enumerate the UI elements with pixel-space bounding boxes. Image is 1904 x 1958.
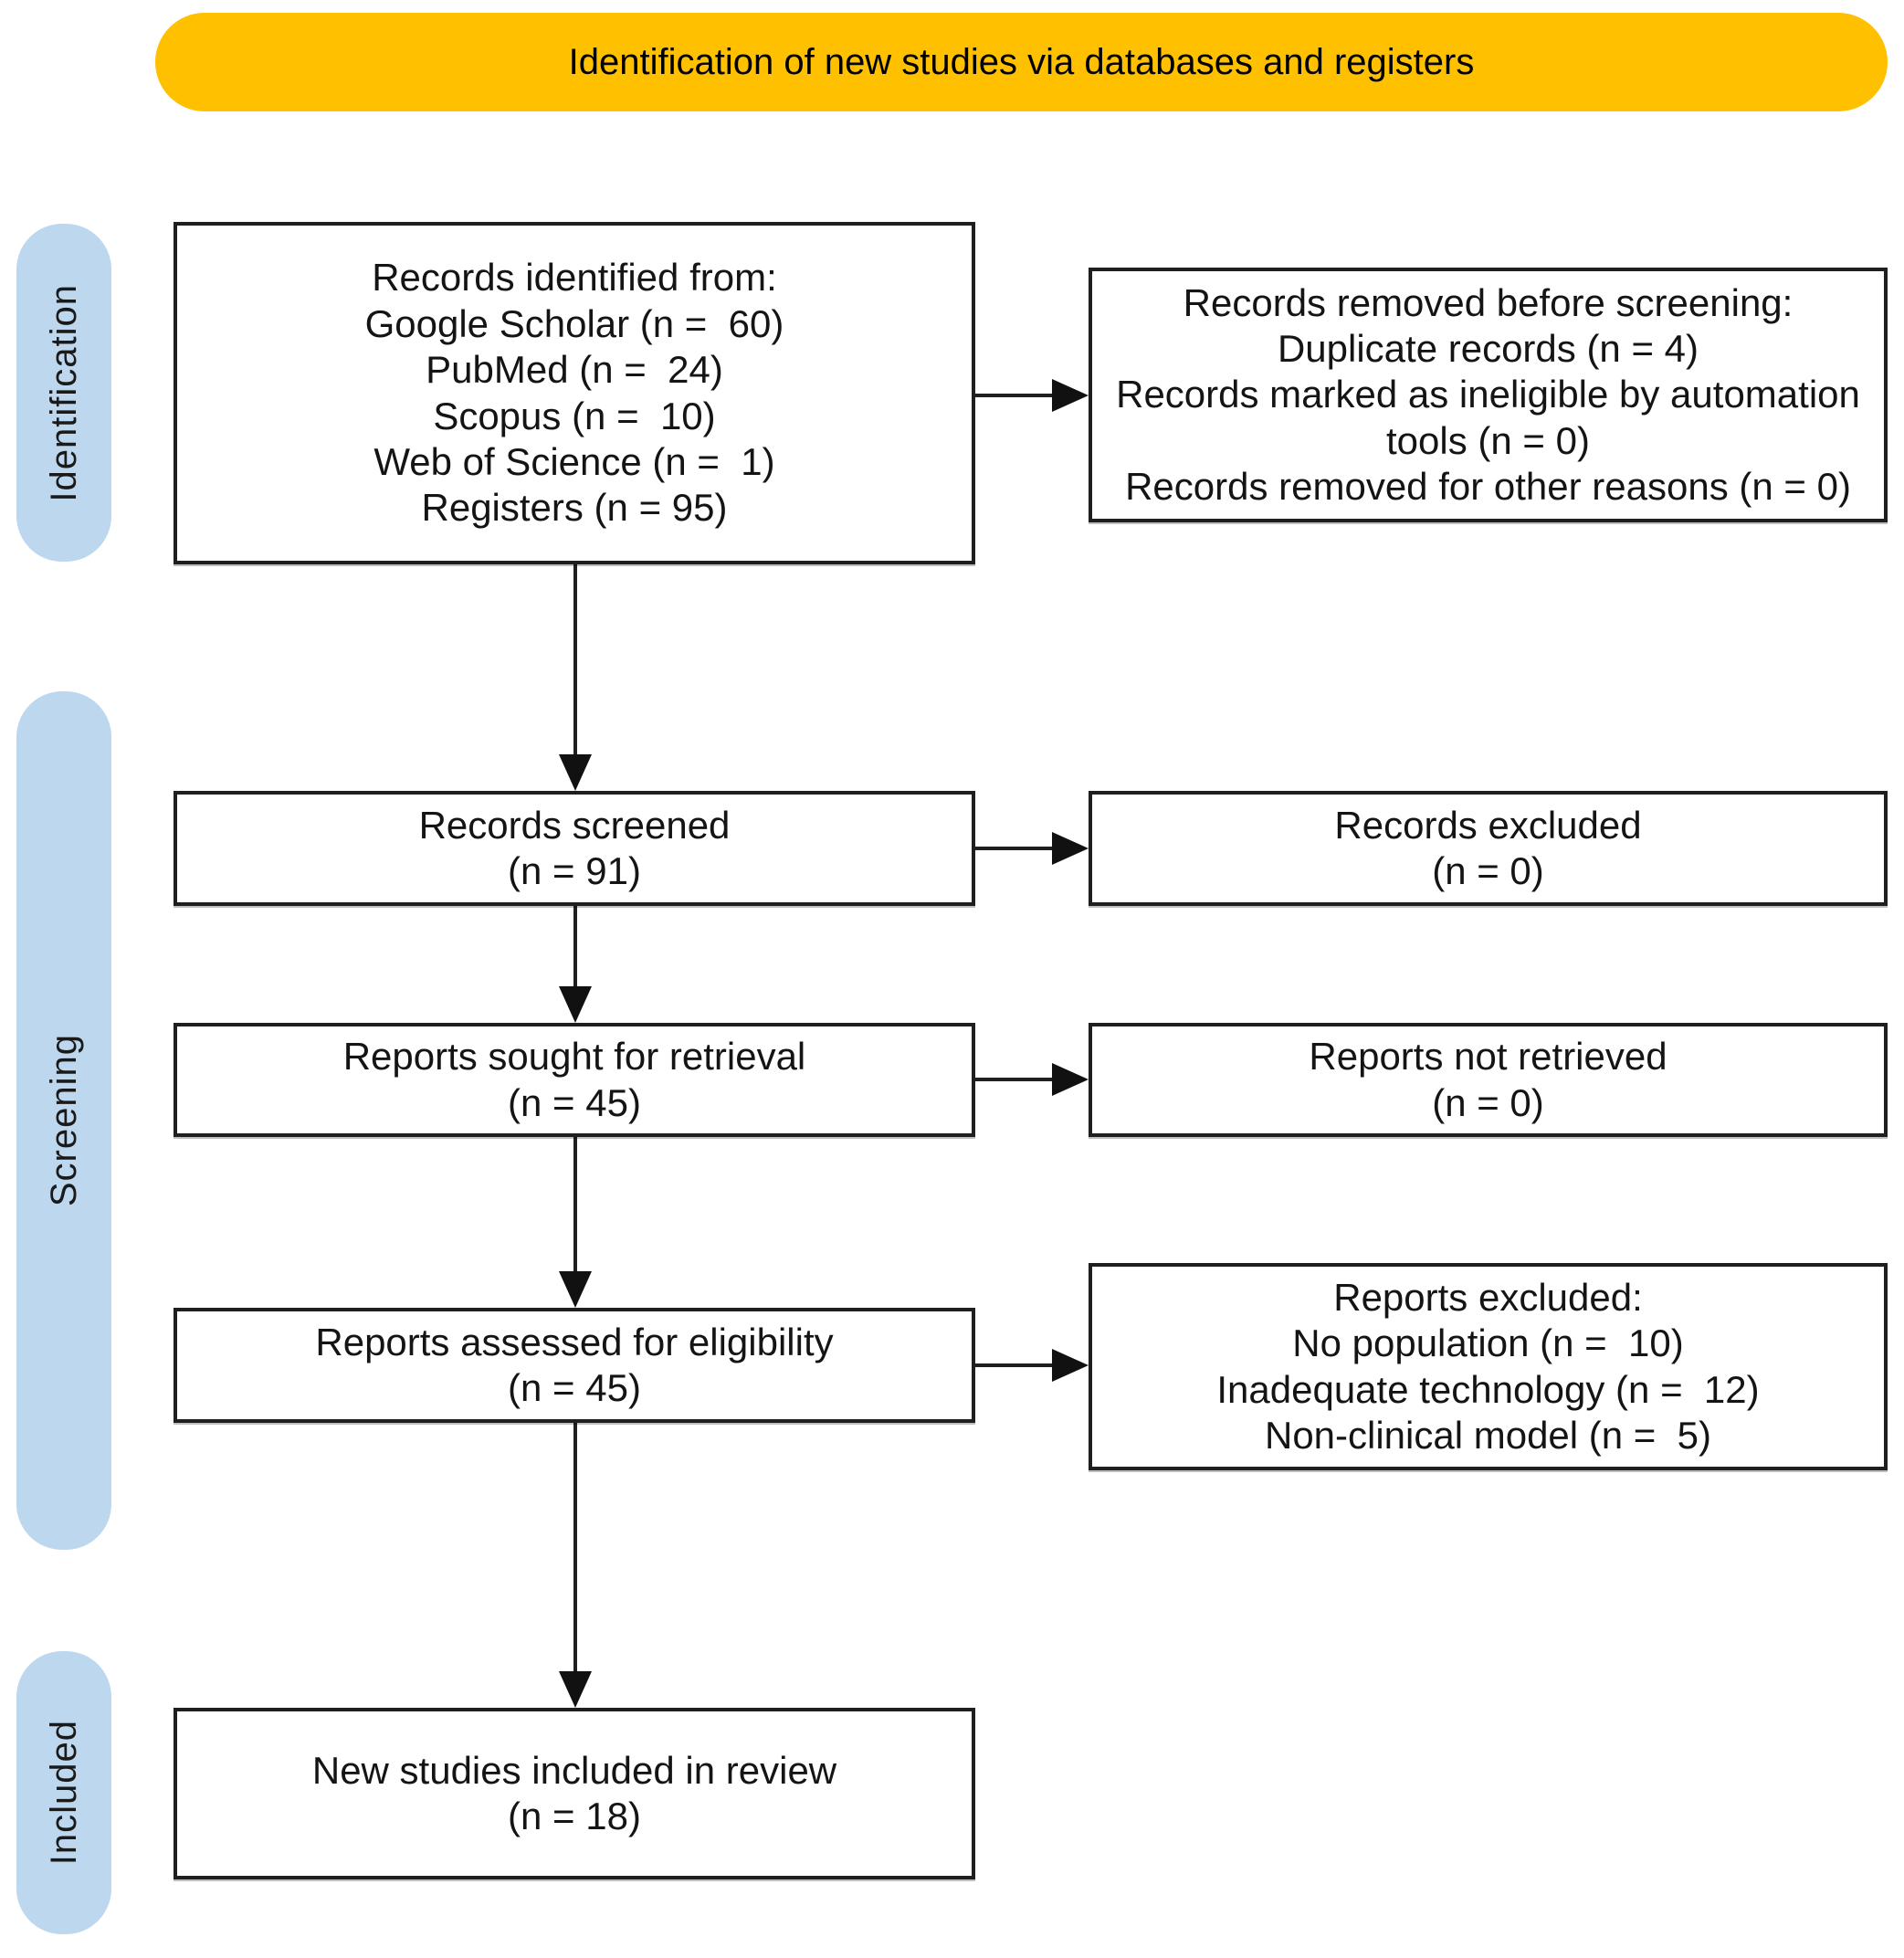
reports-not-retrieved-text: Reports not retrieved (n = 0) — [1309, 1035, 1667, 1124]
records-excluded-box: Records excluded (n = 0) — [1089, 791, 1888, 906]
records-removed-box: Records removed before screening: Duplic… — [1089, 268, 1888, 522]
arrow-assessed-to-included — [559, 1423, 592, 1708]
reports-sought-text: Reports sought for retrieval (n = 45) — [342, 1035, 806, 1124]
stage-pill-included: Included — [16, 1651, 111, 1934]
arrow-identified-to-screened — [559, 564, 592, 791]
reports-excluded-box: Reports excluded: No population (n = 10)… — [1089, 1263, 1888, 1470]
new-studies-included-text: New studies included in review (n = 18) — [311, 1748, 837, 1837]
arrow-screened-to-sought — [559, 906, 592, 1023]
reports-assessed-text: Reports assessed for eligibility (n = 45… — [315, 1320, 834, 1409]
reports-assessed-box: Reports assessed for eligibility (n = 45… — [174, 1308, 975, 1423]
stage-pill-screening: Screening — [16, 691, 111, 1550]
records-screened-box: Records screened (n = 91) — [174, 791, 975, 906]
records-screened-text: Records screened (n = 91) — [418, 803, 731, 892]
reports-not-retrieved-box: Reports not retrieved (n = 0) — [1089, 1023, 1888, 1137]
banner-label: Identification of new studies via databa… — [568, 41, 1475, 82]
arrow-sought-to-assessed — [559, 1137, 592, 1308]
reports-excluded-text: Reports excluded: No population (n = 10)… — [1216, 1275, 1760, 1457]
stage-pill-identification: Identification — [16, 224, 111, 562]
stage-label-identification: Identification — [43, 283, 84, 502]
stage-label-included: Included — [43, 1720, 84, 1866]
records-excluded-text: Records excluded (n = 0) — [1334, 803, 1642, 892]
new-studies-included-box: New studies included in review (n = 18) — [174, 1708, 975, 1879]
stage-label-screening: Screening — [43, 1034, 84, 1207]
arrow-screened-to-excluded — [975, 832, 1089, 865]
records-identified-box: Records identified from: Google Scholar … — [174, 222, 975, 564]
banner: Identification of new studies via databa… — [155, 13, 1888, 111]
records-identified-text: Records identified from: Google Scholar … — [364, 256, 784, 530]
arrow-assessed-to-reports-excluded — [975, 1349, 1089, 1382]
reports-sought-box: Reports sought for retrieval (n = 45) — [174, 1023, 975, 1137]
arrow-sought-to-not-retrieved — [975, 1063, 1089, 1096]
records-removed-text: Records removed before screening: Duplic… — [1116, 280, 1860, 509]
arrow-identified-to-removed — [975, 379, 1089, 412]
